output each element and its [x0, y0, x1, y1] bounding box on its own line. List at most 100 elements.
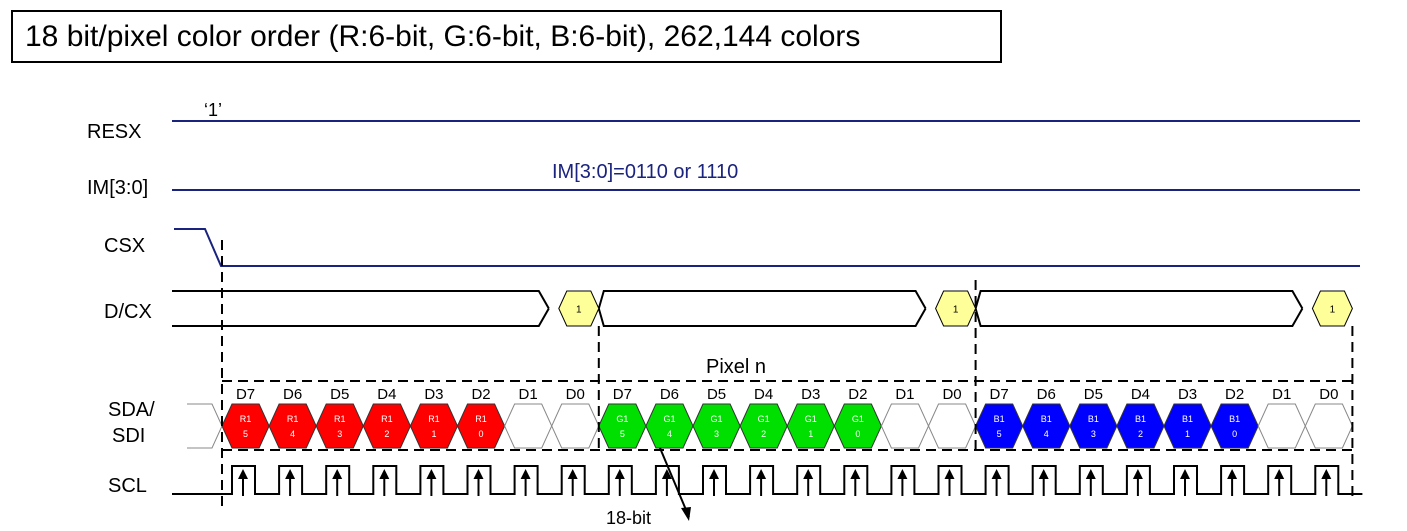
cell-label-top: G1	[758, 414, 770, 424]
resx-level-annotation: ‘1’	[204, 100, 222, 120]
dcx-marker	[558, 290, 600, 327]
scl-edge-arrowhead	[1227, 469, 1238, 479]
bit-label: D4	[377, 386, 396, 403]
cell-label-bottom: 5	[997, 429, 1002, 439]
scl-edge-arrowhead	[850, 469, 861, 479]
data-cell	[1210, 403, 1259, 449]
dcx-bus-bottom	[172, 308, 1304, 327]
data-cell	[456, 403, 506, 449]
cell-label-top: B1	[994, 414, 1005, 424]
cell-label-top: R1	[428, 414, 440, 424]
data-cell	[598, 403, 647, 449]
data-cell	[504, 403, 553, 449]
scl-edge-arrowhead	[897, 469, 908, 479]
cell-label-bottom: 2	[761, 429, 766, 439]
scl-edge-arrowhead	[379, 469, 390, 479]
cell-label-bottom: 1	[431, 429, 436, 439]
bit-label: D3	[801, 386, 820, 403]
bit-label: D0	[566, 386, 585, 403]
data-cell	[409, 403, 459, 449]
scl-edge-arrowhead	[285, 469, 296, 479]
scl-edge-arrowhead	[709, 469, 719, 479]
page-title: 18 bit/pixel color order (R:6-bit, G:6-b…	[25, 20, 861, 53]
bit-label: D7	[236, 386, 255, 403]
cell-label-top: R1	[287, 414, 299, 424]
cell-label-top: G1	[616, 414, 628, 424]
bits-annotation: 18-bit	[606, 508, 651, 528]
cell-label-bottom: 1	[1185, 429, 1190, 439]
data-cell	[551, 403, 600, 449]
scl-edge-arrowhead	[991, 469, 1002, 479]
cell-label-bottom: 5	[620, 429, 625, 439]
cell-label-bottom: 3	[337, 429, 342, 439]
scl-edge-arrowhead	[1038, 469, 1049, 479]
dcx-marker-label: 1	[576, 305, 582, 316]
data-cell	[362, 403, 411, 449]
bit-label: D1	[519, 386, 538, 403]
cell-label-bottom: 2	[384, 429, 389, 439]
cell-label-top: B1	[1135, 414, 1146, 424]
bits-pointer-head	[681, 507, 691, 521]
cell-label-top: G1	[805, 414, 817, 424]
cell-label-bottom: 2	[1138, 429, 1143, 439]
data-cell	[268, 403, 317, 449]
dcx-marker	[1311, 290, 1353, 327]
sda-lead-in	[187, 403, 223, 449]
data-cell	[833, 403, 882, 449]
data-cell	[975, 403, 1024, 449]
scl-edge-arrowhead	[1180, 469, 1190, 479]
bit-label: D6	[283, 386, 302, 403]
timing-guides	[221, 240, 1354, 508]
scl-edge-arrowhead	[803, 469, 814, 479]
scl-edge-arrowhead	[661, 469, 672, 479]
bit-label: D4	[1131, 386, 1150, 403]
bit-label: D0	[942, 386, 961, 403]
scl-edge-arrowhead	[332, 469, 343, 479]
scl-edge-arrowhead	[1321, 469, 1332, 479]
dcx-bus-top	[172, 290, 1304, 309]
bit-label: D3	[424, 386, 443, 403]
cell-label-top: G1	[852, 414, 864, 424]
scl-edge-arrowhead	[1132, 469, 1143, 479]
bit-label: D5	[707, 386, 726, 403]
scl-edge-arrowhead	[520, 469, 531, 479]
cell-label-bottom: 1	[808, 429, 813, 439]
bit-label: D2	[848, 386, 867, 403]
cell-label-bottom: 0	[479, 429, 484, 439]
cell-label-top: R1	[334, 414, 346, 424]
im-label: IM[3:0]	[87, 177, 148, 199]
cell-label-bottom: 0	[1232, 429, 1237, 439]
cell-label-bottom: 4	[290, 429, 295, 439]
cell-label-top: B1	[1088, 414, 1099, 424]
bit-label: D0	[1319, 386, 1338, 403]
bit-label: D2	[1225, 386, 1244, 403]
dcx-marker-label: 1	[953, 305, 959, 316]
bit-label: D1	[895, 386, 914, 403]
cell-label-bottom: 0	[855, 429, 860, 439]
title-box: 18 bit/pixel color order (R:6-bit, G:6-b…	[11, 10, 1002, 63]
scl-waveform	[172, 465, 1363, 495]
data-cell	[880, 403, 930, 449]
cell-label-bottom: 4	[667, 429, 672, 439]
bit-label: D7	[613, 386, 632, 403]
csx-signal	[174, 228, 1360, 267]
scl-edge-arrowhead	[473, 469, 484, 479]
cell-label-top: G1	[663, 414, 675, 424]
data-cell	[692, 403, 741, 449]
scl-edge-arrowhead	[426, 469, 437, 479]
csx-label: CSX	[104, 235, 145, 257]
cell-label-top: B1	[1229, 414, 1240, 424]
cell-label-bottom: 5	[243, 429, 248, 439]
bit-label: D6	[1037, 386, 1056, 403]
data-cell	[786, 403, 835, 449]
cell-label-top: R1	[240, 414, 252, 424]
data-cell	[1069, 403, 1118, 449]
cell-label-top: G1	[711, 414, 723, 424]
cell-label-bottom: 4	[1044, 429, 1049, 439]
cell-label-bottom: 3	[714, 429, 719, 439]
scl-edge-arrowhead	[238, 469, 248, 479]
dcx-marker-label: 1	[1330, 305, 1336, 316]
scl-edge-arrowhead	[614, 469, 625, 479]
bit-label: D5	[1084, 386, 1103, 403]
data-cell	[1163, 403, 1212, 449]
